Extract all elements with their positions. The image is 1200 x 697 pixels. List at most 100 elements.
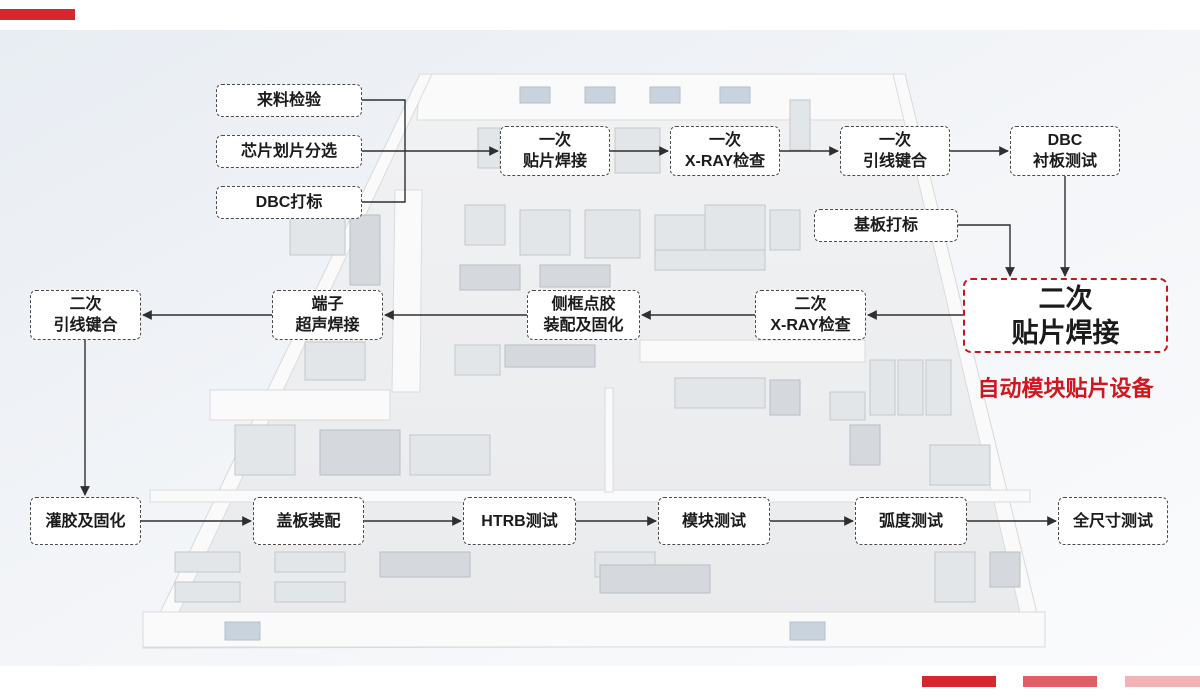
step-potting-curing: 灌胶及固化 <box>30 497 141 545</box>
bottom-accent-bar <box>1125 676 1200 687</box>
step-label: 模块测试 <box>681 512 746 530</box>
step-dbc-substrate-test: DBC 衬板测试 <box>1010 126 1120 176</box>
equipment-block <box>454 344 501 376</box>
step-htrb-test: HTRB测试 <box>463 497 576 545</box>
equipment-block <box>934 551 976 603</box>
window <box>789 621 826 641</box>
equipment-block <box>599 564 711 594</box>
equipment-block <box>704 204 766 256</box>
step-label: 基板打标 <box>853 217 918 234</box>
step-label: 来料检验 <box>256 92 321 109</box>
equipment-block <box>274 551 346 573</box>
equipment-block <box>769 379 801 416</box>
equipment-block <box>379 551 471 578</box>
step-arc-test: 弧度测试 <box>855 497 967 545</box>
step-cover-assembly: 盖板装配 <box>253 497 364 545</box>
top-accent-bar <box>0 9 75 20</box>
step-second-xray: 二次 X-RAY检查 <box>755 290 866 340</box>
equipment-block <box>459 264 521 291</box>
step-first-wire-bonding: 一次 引线键合 <box>840 126 950 176</box>
step-second-die-attach: 二次 贴片焊接 <box>963 278 1168 353</box>
step-label: 灌胶及固化 <box>45 512 126 530</box>
equipment-block <box>584 209 641 259</box>
step-label: 芯片划片分选 <box>240 143 337 160</box>
step-label: 全尺寸测试 <box>1072 512 1153 530</box>
window <box>519 86 551 104</box>
step-label-line: 引线键合 <box>862 153 927 170</box>
long-fixture <box>391 189 423 393</box>
step-incoming-inspection: 来料检验 <box>216 84 362 117</box>
equipment-block <box>929 444 991 486</box>
equipment-block <box>304 341 366 381</box>
equipment-block <box>349 214 381 286</box>
step-label: HTRB测试 <box>481 512 558 530</box>
equipment-block <box>674 377 766 409</box>
step-label-line: 端子 <box>311 296 344 313</box>
step-label-line: X-RAY检查 <box>770 317 851 334</box>
partition-wall <box>149 489 1031 503</box>
partition-wall <box>209 389 391 421</box>
equipment-block <box>789 99 811 151</box>
equipment-block <box>897 359 924 416</box>
step-label-line: 二次 <box>69 296 102 313</box>
step-label-line: 衬板测试 <box>1032 153 1097 170</box>
equipment-block <box>409 434 491 476</box>
step-label-line: 一次 <box>878 132 911 149</box>
step-module-test: 模块测试 <box>658 497 770 545</box>
step-label-line: 侧框点胶 <box>551 296 616 313</box>
step-first-xray: 一次 X-RAY检查 <box>670 126 780 176</box>
window <box>719 86 751 104</box>
equipment-block <box>925 359 952 416</box>
step-first-die-attach: 一次 贴片焊接 <box>500 126 610 176</box>
equipment-block <box>504 344 596 368</box>
step-label-line: 一次 <box>538 132 571 149</box>
step-second-wire-bonding: 二次 引线键合 <box>30 290 141 340</box>
step-substrate-marking: 基板打标 <box>814 209 958 242</box>
partition-wall <box>639 339 866 363</box>
step-label-line: 一次 <box>708 132 741 149</box>
equipment-block <box>769 209 801 251</box>
step-label-line: 超声焊接 <box>295 317 360 334</box>
step-chip-dicing-sorting: 芯片划片分选 <box>216 135 362 168</box>
step-label-line: 二次 <box>794 296 827 313</box>
flow-arrow <box>958 224 1015 277</box>
equipment-block <box>849 424 881 466</box>
step-label-line: 引线键合 <box>53 317 118 334</box>
bottom-accent-bar <box>922 676 996 687</box>
step-label: 盖板装配 <box>276 512 341 530</box>
step-label: DBC打标 <box>255 194 323 211</box>
equipment-block <box>519 209 571 256</box>
step-label-line: 二次 <box>1038 283 1093 314</box>
equipment-block <box>989 551 1021 588</box>
step-label-line: X-RAY检查 <box>684 153 766 170</box>
window <box>649 86 681 104</box>
equipment-block <box>174 581 241 603</box>
step-terminal-welding: 端子 超声焊接 <box>272 290 383 340</box>
step-label-line: 装配及固化 <box>543 317 624 334</box>
step-frame-dispensing: 侧框点胶 装配及固化 <box>527 290 640 340</box>
equipment-block <box>234 424 296 476</box>
equipment-block <box>174 551 241 573</box>
step-full-size-test: 全尺寸测试 <box>1058 497 1168 545</box>
equipment-block <box>274 581 346 603</box>
equipment-block <box>829 391 866 421</box>
equipment-block <box>654 249 766 271</box>
window <box>224 621 261 641</box>
equipment-highlight-label: 自动模块贴片设备 <box>977 376 1154 401</box>
front-wall <box>142 611 1046 648</box>
equipment-block <box>319 429 401 476</box>
step-dbc-marking: DBC打标 <box>216 186 362 219</box>
step-label: 弧度测试 <box>878 512 943 530</box>
window <box>584 86 616 104</box>
partition-wall <box>604 387 614 493</box>
equipment-group <box>174 99 1021 603</box>
equipment-block <box>869 359 896 416</box>
step-label-line: DBC <box>1047 132 1083 149</box>
step-label-line: 贴片焊接 <box>522 153 587 170</box>
equipment-block <box>464 204 506 246</box>
bottom-accent-bar <box>1023 676 1097 687</box>
step-label-line: 贴片焊接 <box>1011 317 1120 348</box>
equipment-block <box>539 264 611 288</box>
